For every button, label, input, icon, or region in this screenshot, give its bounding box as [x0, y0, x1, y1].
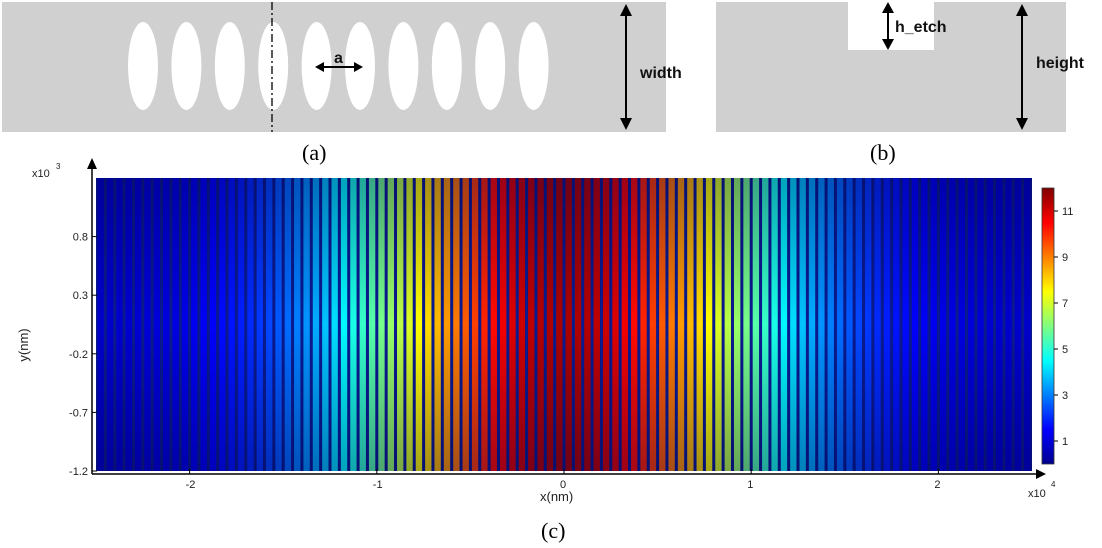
period-arrow-left-head	[315, 62, 324, 72]
hole	[475, 22, 506, 110]
hole	[128, 22, 158, 110]
etch-label: h_etch	[895, 19, 947, 36]
heatmap-vertical-envelope	[96, 178, 1032, 471]
x-tick-label: 1	[747, 479, 753, 491]
y-tick-label: -0.7	[69, 407, 88, 419]
period-arrow-right-head	[354, 62, 363, 72]
y-axis-arrowhead	[87, 158, 97, 169]
width-arrow-top-head	[620, 4, 632, 16]
panel-c-caption: (c)	[541, 518, 566, 543]
panel-b-caption: (b)	[870, 140, 896, 165]
y-exponent-power: 3	[56, 162, 61, 171]
y-exponent-base: x10	[32, 168, 50, 180]
colorbar-tick-label: 9	[1062, 252, 1068, 264]
panel-a-caption: (a)	[302, 140, 327, 165]
y-tick-label: 0.3	[73, 290, 88, 302]
y-tick-label: -1.2	[69, 466, 88, 478]
colorbar-tick-label: 1	[1062, 436, 1068, 448]
panel-a-top-view: a width	[2, 2, 682, 132]
hole	[518, 22, 549, 110]
colorbar-tick-label: 11	[1062, 206, 1073, 218]
panel-c-heatmap: -2 -1 0 1 2 0.8 0.3 -0.2 -0.7 -1.2 x(nm) y(nm) x…	[16, 158, 1073, 504]
colorbar-tick-label: 3	[1062, 390, 1068, 402]
x-exponent-power: 4	[1051, 480, 1056, 489]
hole	[258, 22, 289, 110]
colorbar-tick-label: 7	[1062, 298, 1068, 310]
x-tick-label: 2	[934, 479, 940, 491]
y-tick-group: 0.8 0.3 -0.2 -0.7 -1.2	[69, 232, 97, 478]
etch-arrow-top-head	[882, 2, 894, 13]
width-label: width	[639, 65, 682, 82]
x-axis-arrowhead	[1036, 469, 1046, 479]
y-axis-title: y(nm)	[16, 328, 31, 361]
width-arrow-bottom-head	[620, 118, 632, 130]
hole	[388, 22, 419, 110]
x-tick-label: -2	[186, 479, 196, 491]
colorbar-tick-label: 5	[1062, 344, 1068, 356]
x-tick-label: -1	[373, 479, 383, 491]
height-label: height	[1036, 55, 1085, 72]
colorbar-tick-group: 1 3 5 7 9 11	[1054, 206, 1073, 448]
panel-b-cross-section: h_etch height	[716, 2, 1085, 132]
hole	[301, 22, 332, 110]
height-arrow-bottom-head	[1016, 118, 1028, 130]
x-tick-group: -2 -1 0 1 2	[186, 469, 941, 491]
x-tick-label: 0	[560, 479, 566, 491]
y-tick-label: 0.8	[73, 232, 88, 244]
colorbar	[1041, 187, 1055, 465]
period-label: a	[334, 50, 343, 67]
hole	[214, 22, 245, 110]
etch-arrow-bottom-head	[882, 39, 894, 50]
hole	[171, 22, 202, 110]
hole-row	[128, 22, 549, 110]
height-arrow-top-head	[1016, 4, 1028, 16]
x-axis-title: x(nm)	[540, 489, 573, 504]
x-exponent-base: x10	[1028, 488, 1046, 500]
hole	[431, 22, 462, 110]
y-tick-label: -0.2	[69, 349, 88, 361]
